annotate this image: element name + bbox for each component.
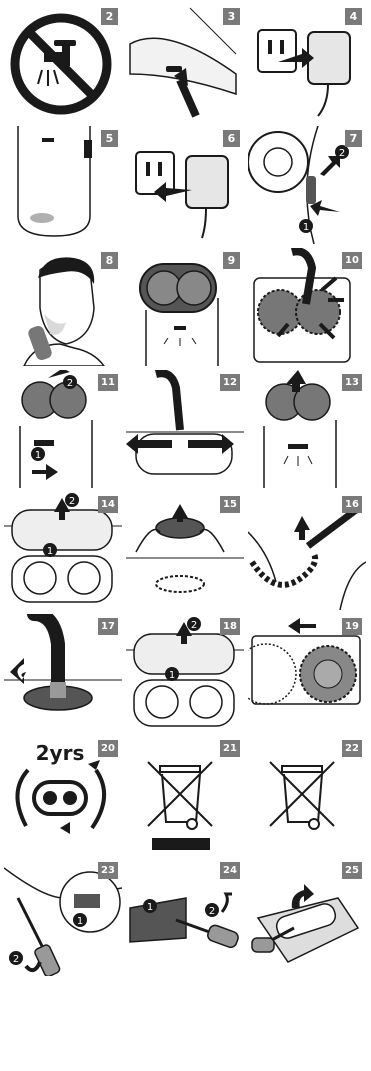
marker-1: 1 (169, 670, 175, 681)
step-24-panel: 1 2 24 (126, 858, 244, 976)
step-12-panel: 12 (126, 370, 244, 488)
marker-2: 2 (209, 906, 215, 917)
marker-2: 2 (339, 148, 345, 159)
step-10-panel: 10 (248, 248, 366, 366)
step-number-badge: 15 (220, 496, 240, 513)
step-number-badge: 5 (101, 130, 118, 147)
years-label: 2yrs (36, 741, 85, 765)
step-7-panel: 2 1 7 (248, 126, 366, 244)
marker-1: 1 (303, 222, 309, 233)
step-9-panel: 9 (126, 248, 244, 366)
step-number-badge: 13 (342, 374, 362, 391)
step-21-panel: 21 (126, 736, 244, 854)
step-2-panel: 2 (4, 4, 122, 122)
step-number-badge: 9 (223, 252, 240, 269)
marker-1: 1 (77, 916, 83, 927)
step-number-badge: 22 (342, 740, 362, 757)
marker-2: 2 (67, 378, 73, 389)
marker-2: 2 (69, 496, 75, 507)
step-number-badge: 6 (223, 130, 240, 147)
step-14-panel: 2 1 14 (4, 492, 122, 610)
step-number-badge: 18 (220, 618, 240, 635)
marker-2: 2 (191, 620, 197, 631)
step-number-badge: 2 (101, 8, 118, 25)
step-number-badge: 14 (98, 496, 118, 513)
step-3-panel: 3 (126, 4, 244, 122)
step-4-panel: 4 (248, 4, 366, 122)
marker-1: 1 (147, 902, 153, 913)
step-8-panel: 8 (4, 248, 122, 366)
step-number-badge: 4 (345, 8, 362, 25)
step-5-panel: 5 (4, 126, 122, 244)
step-number-badge: 12 (220, 374, 240, 391)
step-16-panel: 16 (248, 492, 366, 610)
step-11-panel: 2 1 11 (4, 370, 122, 488)
step-15-panel: 15 (126, 492, 244, 610)
step-17-panel: 17 (4, 614, 122, 732)
step-number-badge: 7 (345, 130, 362, 147)
step-number-badge: 16 (342, 496, 362, 513)
step-19-panel: 19 (248, 614, 366, 732)
step-number-badge: 17 (98, 618, 118, 635)
step-13-panel: 13 (248, 370, 366, 488)
step-number-badge: 19 (342, 618, 362, 635)
step-number-badge: 11 (98, 374, 118, 391)
marker-2: 2 (13, 954, 19, 965)
step-number-badge: 25 (342, 862, 362, 879)
step-20-panel: 2yrs 20 (4, 736, 122, 854)
step-number-badge: 3 (223, 8, 240, 25)
step-25-panel: 25 (248, 858, 366, 976)
step-number-badge: 21 (220, 740, 240, 757)
step-6-panel: 6 (126, 126, 244, 244)
marker-1: 1 (47, 546, 53, 557)
step-23-panel: 1 2 23 (4, 858, 122, 976)
step-number-badge: 10 (342, 252, 362, 269)
step-18-panel: 2 1 18 (126, 614, 244, 732)
step-22-panel: 22 (248, 736, 366, 854)
step-number-badge: 8 (101, 252, 118, 269)
marker-1: 1 (35, 450, 41, 461)
step-number-badge: 24 (220, 862, 240, 879)
step-number-badge: 20 (98, 740, 118, 757)
step-number-badge: 23 (98, 862, 118, 879)
